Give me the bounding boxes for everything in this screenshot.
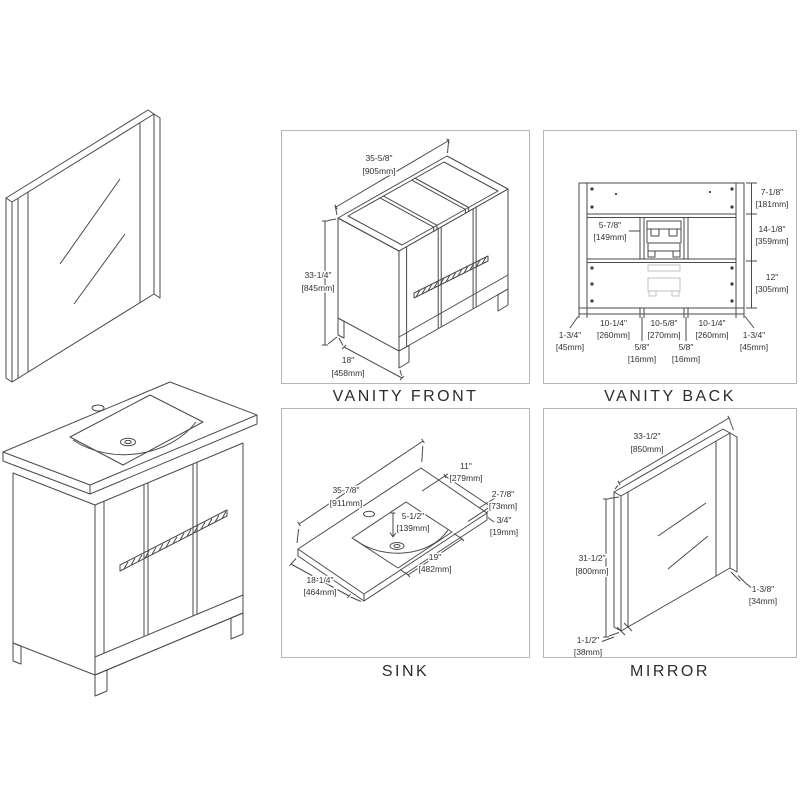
mirror-drawing: 33-1/2" [850mm] 31-1/2" [800mm] 1-3/8" [… [572, 415, 779, 657]
vanity-back-ghost-drawer [647, 264, 681, 297]
mirror-reflection-lines [59, 178, 126, 305]
dim-front-depth-mm: [458mm] [331, 368, 364, 378]
dim-back-bottom-in: 12" [766, 272, 778, 282]
dim-sink-width-in: 35-7/8" [332, 485, 359, 495]
dim-sink-bowl-depth-mm: [139mm] [396, 523, 429, 533]
dim-front-height-in: 33-1/4" [304, 270, 331, 280]
dim-back-bay-center-in: 10-5/8" [650, 318, 677, 328]
dim-sink-basin-width-mm: [482mm] [418, 564, 451, 574]
dim-sink-deck-mm: [73mm] [489, 501, 517, 511]
dim-back-divider-right-mm: [16mm] [672, 354, 700, 364]
panel-mirror: 33-1/2" [850mm] 31-1/2" [800mm] 1-3/8" [… [543, 408, 797, 658]
sink-countertop [297, 467, 488, 602]
dim-mirror-thickness-mm: [34mm] [749, 596, 777, 606]
dim-mirror-width-in: 33-1/2" [633, 431, 660, 441]
dim-back-offset-in: 5-7/8" [599, 220, 621, 230]
dim-back-divider-left-mm: [16mm] [628, 354, 656, 364]
vanity-handle [119, 509, 228, 572]
mirror-panel-frame [613, 428, 738, 632]
dim-mirror-width-mm: [850mm] [630, 444, 663, 454]
panel-vanity-back: 7-1/8" [181mm] 14-1/8" [359mm] 12" [305m… [543, 130, 797, 384]
dim-back-middle-mm: [359mm] [755, 236, 788, 246]
dim-mirror-height-mm: [800mm] [575, 566, 608, 576]
dim-mirror-thickness-in: 1-3/8" [752, 584, 774, 594]
dim-sink-thickness-in: 3/4" [497, 515, 512, 525]
dim-sink-thickness-mm: [19mm] [490, 527, 518, 537]
dim-back-bay-left-in: 10-1/4" [600, 318, 627, 328]
mirror-isometric-illustration [5, 109, 161, 383]
mirror-frame [5, 109, 161, 383]
vanity-countertop [2, 381, 258, 495]
vanity-back-dimension-lines [569, 182, 757, 341]
dim-sink-depth-mm: [464mm] [303, 587, 336, 597]
dim-back-edge-right-in: 1-3/4" [743, 330, 765, 340]
dim-sink-basin-width-in: 19" [429, 552, 441, 562]
dim-back-bottom-mm: [305mm] [755, 284, 788, 294]
vanity-front-drawing: 35-5/8" [905mm] 33-1/4" [845mm] 18" [458… [300, 138, 509, 381]
dim-back-top-mm: [181mm] [755, 199, 788, 209]
dim-mirror-frame-in: 1-1/2" [577, 635, 599, 645]
vanity-front-dimension-lines [322, 138, 450, 381]
vanity-cabinet [12, 442, 244, 697]
dim-sink-basin-depth-in: 11" [460, 461, 472, 471]
dim-mirror-frame-mm: [38mm] [574, 647, 602, 657]
dim-mirror-height-in: 31-1/2" [578, 553, 605, 563]
vanity-front-title: VANITY FRONT [332, 388, 479, 405]
dim-back-middle-in: 14-1/8" [758, 224, 785, 234]
dim-back-edge-left-mm: [45mm] [556, 342, 584, 352]
dim-front-width-mm: [905mm] [362, 166, 395, 176]
vanity-isometric-illustration [2, 381, 258, 697]
dim-front-depth-in: 18" [342, 355, 354, 365]
dim-back-divider-right-in: 5/8" [679, 342, 694, 352]
dim-back-divider-left-in: 5/8" [635, 342, 650, 352]
dim-front-width-in: 35-5/8" [365, 153, 392, 163]
vanity-back-screws [590, 187, 734, 303]
dim-sink-deck-in: 2-7/8" [492, 489, 514, 499]
dim-sink-basin-depth-mm: [279mm] [449, 473, 482, 483]
mirror-title: MIRROR [630, 663, 710, 680]
mirror-dimension-lines [601, 415, 755, 642]
dim-back-bay-left-mm: [260mm] [597, 330, 630, 340]
dim-sink-width-mm: [911mm] [330, 498, 362, 508]
dim-back-bay-center-mm: [270mm] [647, 330, 680, 340]
dim-back-bay-right-mm: [260mm] [695, 330, 728, 340]
dim-back-edge-left-in: 1-3/4" [559, 330, 581, 340]
dim-back-top-in: 7-1/8" [761, 187, 783, 197]
panel-sink: 35-7/8" [911mm] 11" [279mm] 2-7/8" [73mm… [281, 408, 530, 658]
dim-back-bay-right-in: 10-1/4" [698, 318, 725, 328]
dim-back-offset-mm: [149mm] [593, 232, 626, 242]
vanity-back-drawing: 7-1/8" [181mm] 14-1/8" [359mm] 12" [305m… [554, 182, 790, 366]
sink-dimension-lines [289, 438, 496, 602]
sink-drawing: 35-7/8" [911mm] 11" [279mm] 2-7/8" [73mm… [289, 438, 520, 602]
vanity-back-structure [578, 182, 745, 309]
vanity-back-title: VANITY BACK [604, 388, 736, 405]
dim-back-edge-right-mm: [45mm] [740, 342, 768, 352]
dim-front-height-mm: [845mm] [301, 283, 334, 293]
sink-title: SINK [381, 663, 430, 680]
dim-sink-depth-in: 18-1/4" [306, 575, 333, 585]
vanity-front-cabinet [337, 155, 509, 369]
vanity-front-handle [413, 255, 489, 299]
dim-sink-bowl-depth-in: 5-1/2" [402, 511, 424, 521]
panel-vanity-front: 35-5/8" [905mm] 33-1/4" [845mm] 18" [458… [281, 130, 530, 384]
